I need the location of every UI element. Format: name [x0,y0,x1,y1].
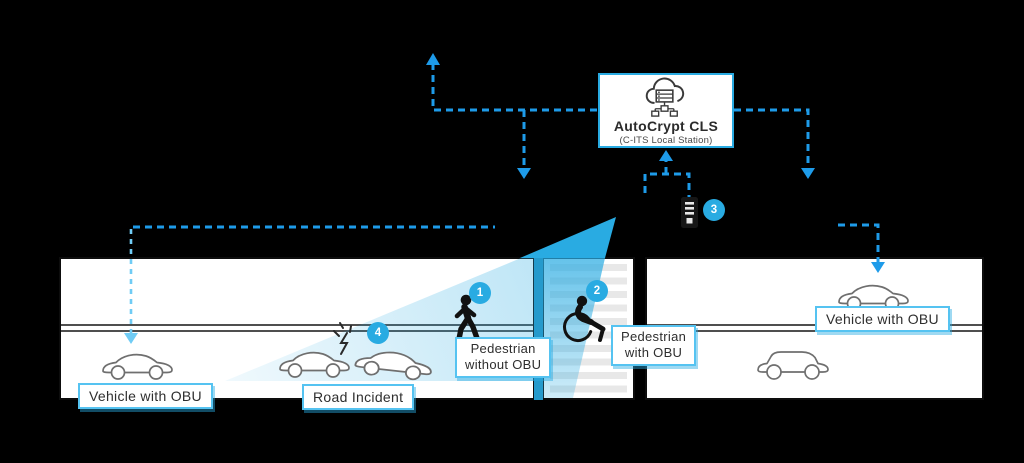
label-pedestrian-with-obu: Pedestrian with OBU [611,325,697,366]
lane-divider [647,324,982,332]
cloud-server-network-icon [645,77,685,117]
badge-step-1: 1 [469,282,491,304]
connector-cls-to-left-area [517,110,531,179]
vehicle-with-obu-left [102,353,173,380]
connector-to-right-vehicle [838,223,885,273]
label-vehicle-with-obu-left: Vehicle with OBU [78,383,213,409]
badge-step-2: 2 [586,280,608,302]
badge-step-3: 3 [703,199,725,221]
oncoming-suv [757,351,829,380]
label-road-incident: Road Incident [302,384,415,410]
cls-station-box: AutoCrypt CLS (C-ITS Local Station) [598,73,734,148]
connector-rsu-to-cls [643,150,691,197]
connector-cls-to-right-area [734,108,815,179]
cls-station-title: AutoCrypt CLS [613,118,719,134]
label-vehicle-with-obu-right: Vehicle with OBU [815,306,950,332]
cls-station-subtitle: (C-ITS Local Station) [619,135,713,146]
label-line: Pedestrian [470,341,536,356]
wheelchair-person-icon [563,295,606,342]
label-line: Pedestrian [621,329,687,344]
connector-cls-to-upstream [426,53,598,112]
connector-broadcast-to-left-vehicle [124,225,495,344]
collision-spark-icon [333,322,352,355]
label-pedestrian-without-obu: Pedestrian without OBU [455,337,552,378]
roadside-unit-icon [681,197,698,228]
label-line: without OBU [465,357,542,373]
label-line: with OBU [624,345,683,361]
lane-divider [61,324,533,332]
badge-step-4: 4 [367,322,389,344]
